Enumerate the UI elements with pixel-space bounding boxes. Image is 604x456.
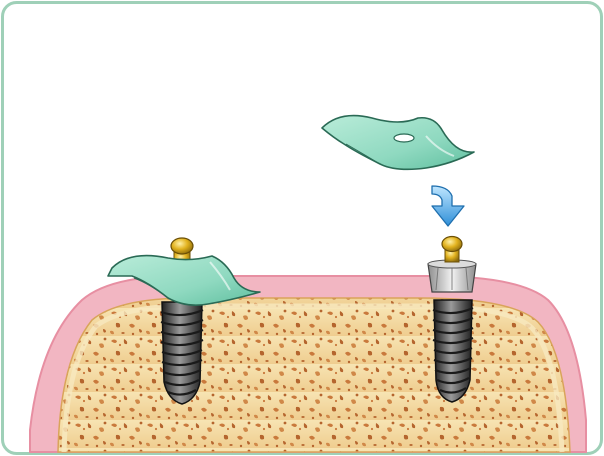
implant-right <box>428 237 476 403</box>
membrane-hole <box>394 134 414 142</box>
bone <box>58 298 570 452</box>
